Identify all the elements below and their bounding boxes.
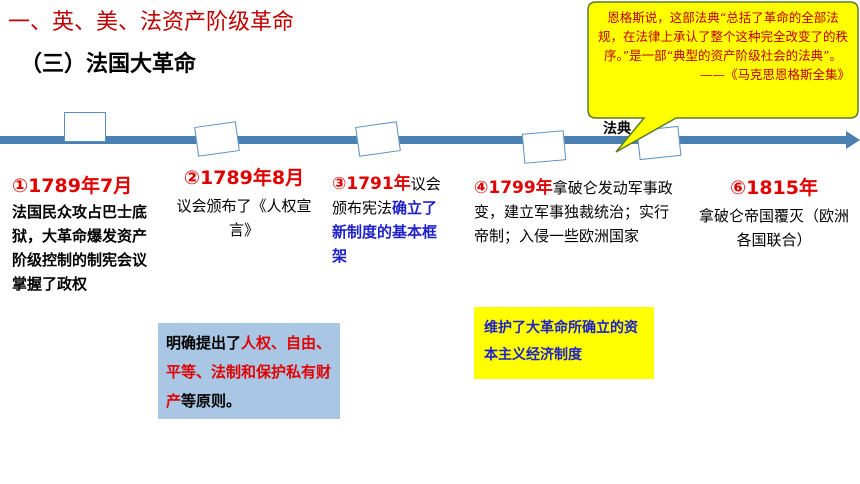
event-text: 法国民众攻占巴士底狱，大革命爆发资产阶级控制的制宪会议掌握了政权 — [12, 203, 148, 293]
event-text: 拿破仑帝国覆灭（欧洲各国联合） — [698, 207, 849, 249]
timeline-arrow-icon — [846, 131, 860, 149]
event-1789-july: ①1789年7月 法国民众攻占巴士底狱，大革命爆发资产阶级控制的制宪会议掌握了政… — [12, 174, 160, 296]
quote-source: ——《马克思恩格斯全集》 — [699, 67, 850, 82]
event-1789-aug: ②1789年8月 议会颁布了《人权宣言》 — [168, 166, 320, 242]
event-text: 拿破仑发动军事政变，建立军事独裁统治；实行帝制；入侵一些欧洲国家 — [474, 179, 673, 245]
event-date: ①1789年7月 — [12, 175, 133, 197]
box-text-prefix: 明确提出了 — [166, 334, 242, 352]
quote-text: 恩格斯说，这部法典“总括了革命的全部法规，在法律上承认了整个这种完全改变了的秩序… — [597, 10, 848, 63]
event-text: 议会颁布宪法 — [332, 175, 441, 217]
callout-hidden-label: 法典 — [603, 121, 631, 137]
timeline-marker-2 — [194, 121, 240, 157]
timeline-bar — [0, 136, 848, 144]
box-text-suffix: 等原则。 — [181, 392, 242, 410]
rights-principles-box: 明确提出了人权、自由、平等、法制和保护私有财产等原则。 — [158, 323, 340, 419]
section-subtitle: （三）法国大革命 — [20, 52, 197, 77]
page-title: 一、英、美、法资产阶级革命 — [8, 10, 295, 35]
capitalist-system-box: 维护了大革命所确立的资本主义经济制度 — [474, 307, 654, 379]
event-date: ③1791年 — [332, 174, 411, 194]
box-text-highlight: 人权、自由、平等、法制和保护私有财产 — [166, 334, 332, 410]
timeline-marker-4 — [521, 130, 567, 164]
quote-callout-text: 恩格斯说，这部法典“总括了革命的全部法规，在法律上承认了整个这种完全改变了的秩序… — [596, 8, 850, 84]
event-1791: ③1791年议会颁布宪法确立了新制度的基本框架 — [332, 172, 450, 268]
event-date: ②1789年8月 — [183, 167, 305, 189]
quote-callout-bubble — [587, 1, 859, 153]
event-text-highlight: 确立了新制度的基本框架 — [332, 199, 438, 265]
event-date: ⑥1815年 — [730, 177, 818, 199]
event-date: ④1799年 — [474, 178, 553, 198]
event-text: 议会颁布了《人权宣言》 — [176, 197, 312, 239]
event-1815: ⑥1815年 拿破仑帝国覆灭（欧洲各国联合） — [696, 176, 852, 252]
timeline-marker-1 — [64, 112, 106, 142]
event-1799: ④1799年拿破仑发动军事政变，建立军事独裁统治；实行帝制；入侵一些欧洲国家 — [474, 176, 680, 248]
timeline-marker-3 — [355, 121, 401, 157]
